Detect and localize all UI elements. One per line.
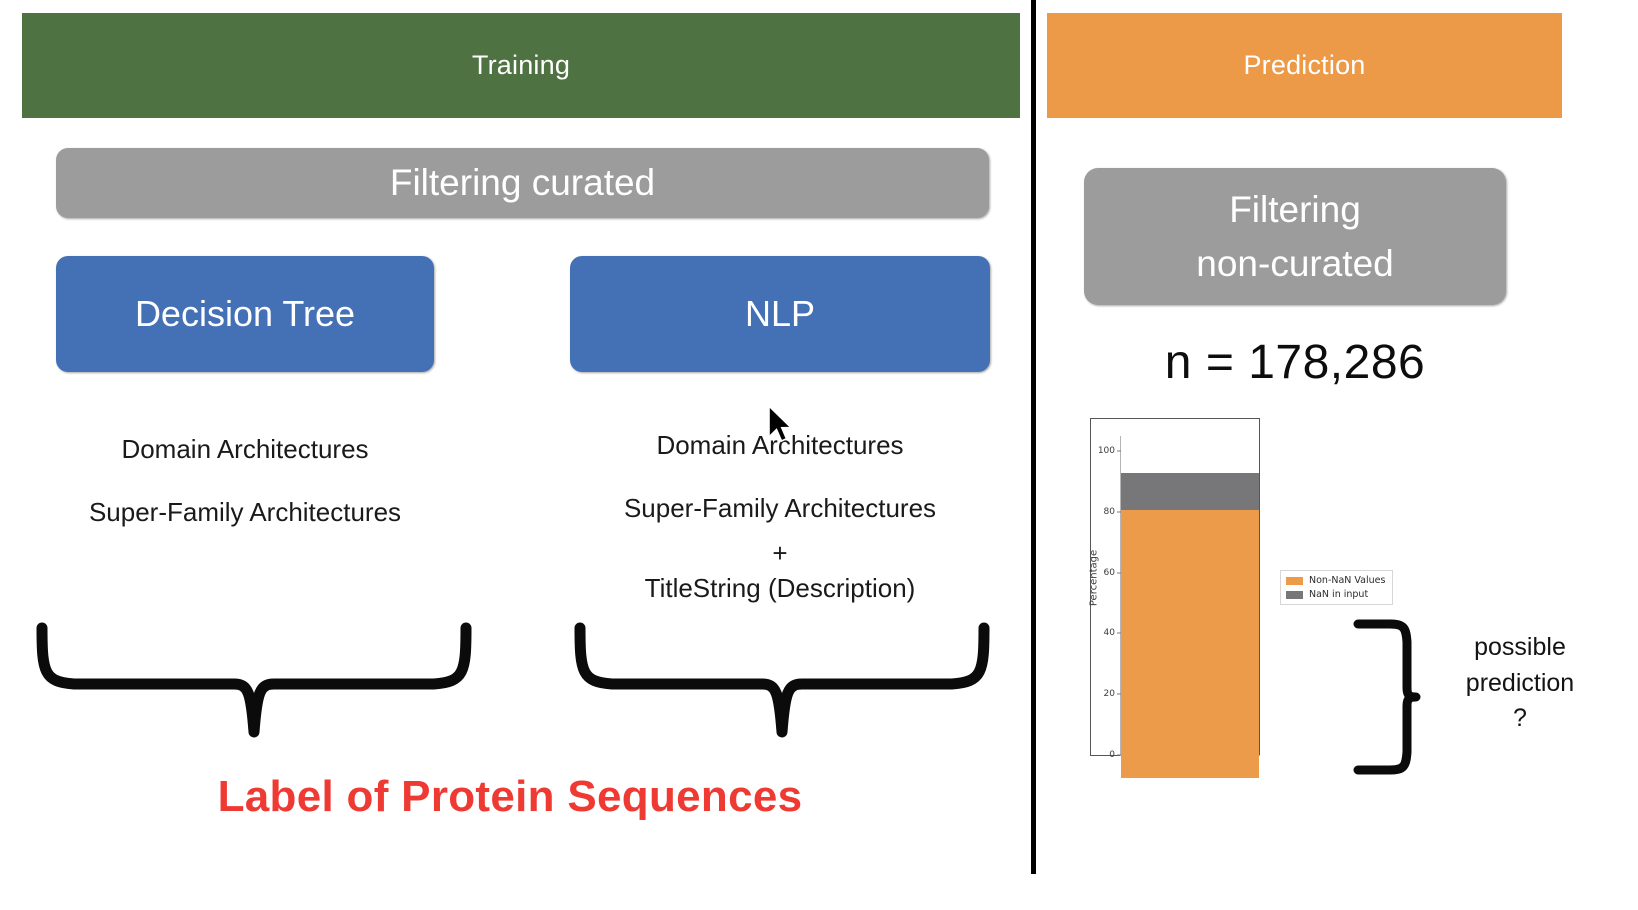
bar-segment-nan [1121,473,1259,510]
curly-brace-down-icon-right [574,622,990,738]
decision-tree-feature-1: Super-Family Architectures [88,497,402,527]
annotation-line-3: ? [1513,704,1527,732]
legend-swatch-nan [1286,590,1303,599]
nlp-box: NLP [570,256,990,372]
panel-divider [1031,0,1036,874]
legend-label-nan: NaN in input [1309,589,1369,600]
filter-line-2: non-curated [1196,242,1394,284]
bar-segment-non-nan [1121,509,1259,778]
legend-item-nan: NaN in input [1286,589,1385,600]
nan-percentage-chart: 0 20 40 60 80 100 [1062,418,1402,778]
legend-label-non-nan: Non-NaN Values [1309,575,1386,586]
chart-legend: Non-NaN Values NaN in input [1280,570,1394,605]
stacked-bar [1121,458,1259,778]
nlp-feature-1: Super-Family Architectures [623,493,937,523]
filter-line-1: Filtering [1229,188,1361,230]
legend-item-non-nan: Non-NaN Values [1286,575,1385,586]
training-header: Training [22,13,1020,118]
filtering-non-curated-box: Filtering non-curated [1084,168,1506,305]
decision-tree-feature-0: Domain Architectures [121,434,369,464]
mouse-pointer-icon [768,404,793,443]
curly-brace-down-icon-left [36,622,472,738]
legend-swatch-non-nan [1286,576,1303,585]
annotation-line-2: prediction [1465,668,1575,697]
filtering-curated-box: Filtering curated [56,148,989,218]
nlp-feature-plus: + [772,538,788,568]
possible-prediction-annotation: possible prediction ? [1420,630,1620,737]
nlp-feature-3: TitleString (Description) [644,573,916,603]
prediction-header: Prediction [1047,13,1562,118]
decision-tree-box: Decision Tree [56,256,434,372]
curly-brace-right-icon [1353,619,1421,775]
label-of-protein-sequences: Label of Protein Sequences [217,772,803,821]
annotation-line-1: possible [1474,633,1566,661]
sample-count: n = 178,286 [1164,336,1426,389]
chart-ylabel: Percentage [1088,549,1100,607]
